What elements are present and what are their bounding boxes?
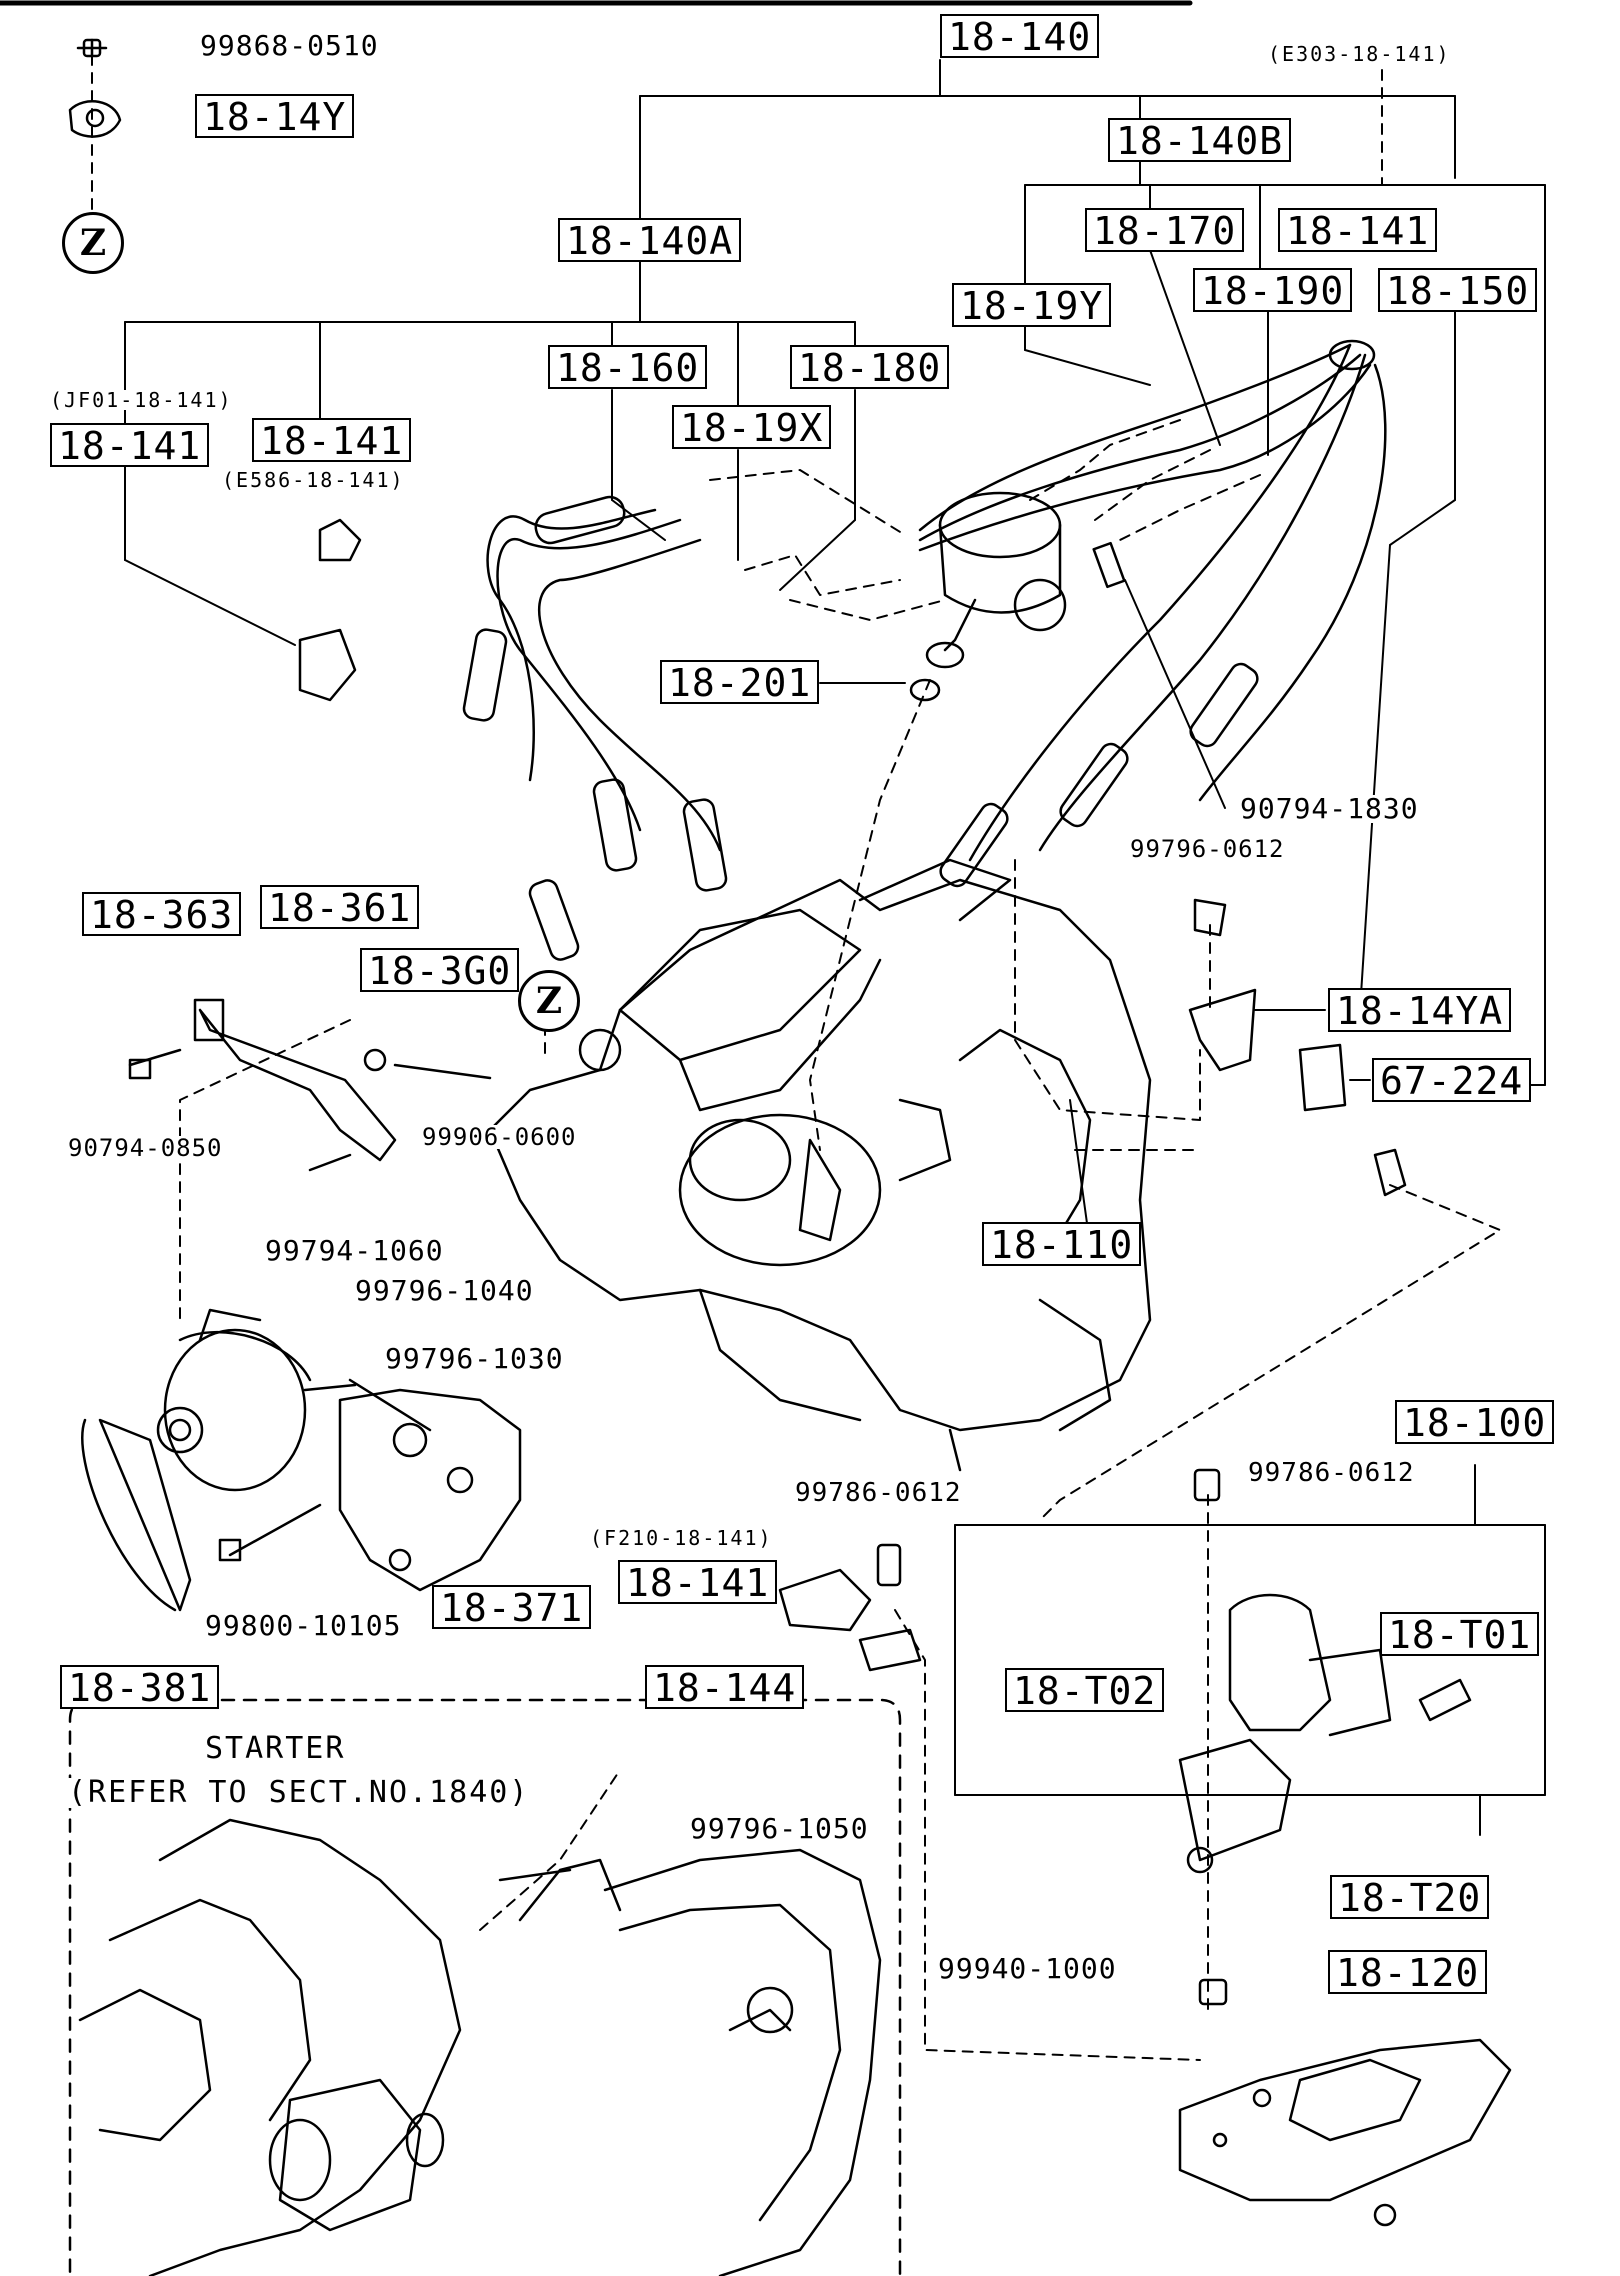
part-99906-0600: 99906-0600 xyxy=(422,1123,577,1151)
callout-18-140A: 18-140A xyxy=(558,218,742,262)
part-99786-0612-right: 99786-0612 xyxy=(1248,1458,1415,1488)
callout-18-T01: 18-T01 xyxy=(1380,1612,1540,1656)
callout-18-361: 18-361 xyxy=(260,885,420,929)
callout-18-3G0: 18-3G0 xyxy=(360,948,520,992)
callout-18-19Y: 18-19Y xyxy=(952,283,1112,327)
callout-18-144: 18-144 xyxy=(645,1665,805,1709)
alternator-assembly xyxy=(81,998,522,1612)
callout-18-371: 18-371 xyxy=(432,1585,592,1629)
callout-18-150: 18-150 xyxy=(1378,268,1538,312)
callout-67-224: 67-224 xyxy=(1372,1058,1532,1102)
callout-18-141-low: 18-141 xyxy=(618,1560,778,1604)
callout-18-160: 18-160 xyxy=(548,345,708,389)
callout-18-170: 18-170 xyxy=(1085,208,1245,252)
starter-title: STARTER xyxy=(205,1731,346,1766)
callout-18-141-left: 18-141 xyxy=(50,423,210,467)
starter-reference: (REFER TO SECT.NO.1840) xyxy=(68,1775,530,1810)
part-99796-1040: 99796-1040 xyxy=(355,1274,534,1307)
callout-18-14YA: 18-14YA xyxy=(1328,988,1512,1032)
part-99868-0510: 99868-0510 xyxy=(200,29,379,62)
callout-18-363: 18-363 xyxy=(82,892,242,936)
callout-18-14Y: 18-14Y xyxy=(195,94,355,138)
z-marker-top: Z xyxy=(62,212,124,274)
callout-18-100: 18-100 xyxy=(1395,1400,1555,1444)
part-99796-0612: 99796-0612 xyxy=(1130,835,1285,863)
leader-lines xyxy=(124,59,1546,1836)
callout-18-180: 18-180 xyxy=(790,345,950,389)
part-99796-1050: 99796-1050 xyxy=(690,1812,869,1845)
callout-18-T02: 18-T02 xyxy=(1005,1668,1165,1712)
callout-18-201: 18-201 xyxy=(660,660,820,704)
part-99794-1060: 99794-1060 xyxy=(265,1234,444,1267)
callout-18-19X: 18-19X xyxy=(672,405,832,449)
starter-inset xyxy=(68,1698,902,2276)
reference-E303: (E303-18-141) xyxy=(1268,42,1451,66)
callout-18-141-mid: 18-141 xyxy=(252,418,412,462)
callout-18-140: 18-140 xyxy=(940,14,1100,58)
engine-block xyxy=(488,858,1152,1472)
part-99800-10105: 99800-10105 xyxy=(205,1609,402,1642)
part-90794-0850: 90794-0850 xyxy=(68,1134,223,1162)
part-99940-1000: 99940-1000 xyxy=(938,1952,1117,1985)
part-99786-0612-mid: 99786-0612 xyxy=(795,1478,962,1508)
ignition-leads xyxy=(462,339,1387,961)
callout-18-381: 18-381 xyxy=(60,1665,220,1709)
callout-18-110: 18-110 xyxy=(982,1222,1142,1266)
callout-18-T20: 18-T20 xyxy=(1330,1875,1490,1919)
fasteners xyxy=(68,38,1512,2227)
part-99796-1030: 99796-1030 xyxy=(385,1342,564,1375)
callout-18-190: 18-190 xyxy=(1193,268,1353,312)
z-marker-mid: Z xyxy=(518,970,580,1032)
callout-18-120: 18-120 xyxy=(1328,1950,1488,1994)
callout-18-140B: 18-140B xyxy=(1108,118,1292,162)
reference-JF01: (JF01-18-141) xyxy=(50,388,233,412)
part-90794-1830: 90794-1830 xyxy=(1240,792,1419,825)
reference-E586: (E586-18-141) xyxy=(222,468,405,492)
reference-F210: (F210-18-141) xyxy=(590,1526,773,1550)
callout-18-141-top: 18-141 xyxy=(1278,208,1438,252)
